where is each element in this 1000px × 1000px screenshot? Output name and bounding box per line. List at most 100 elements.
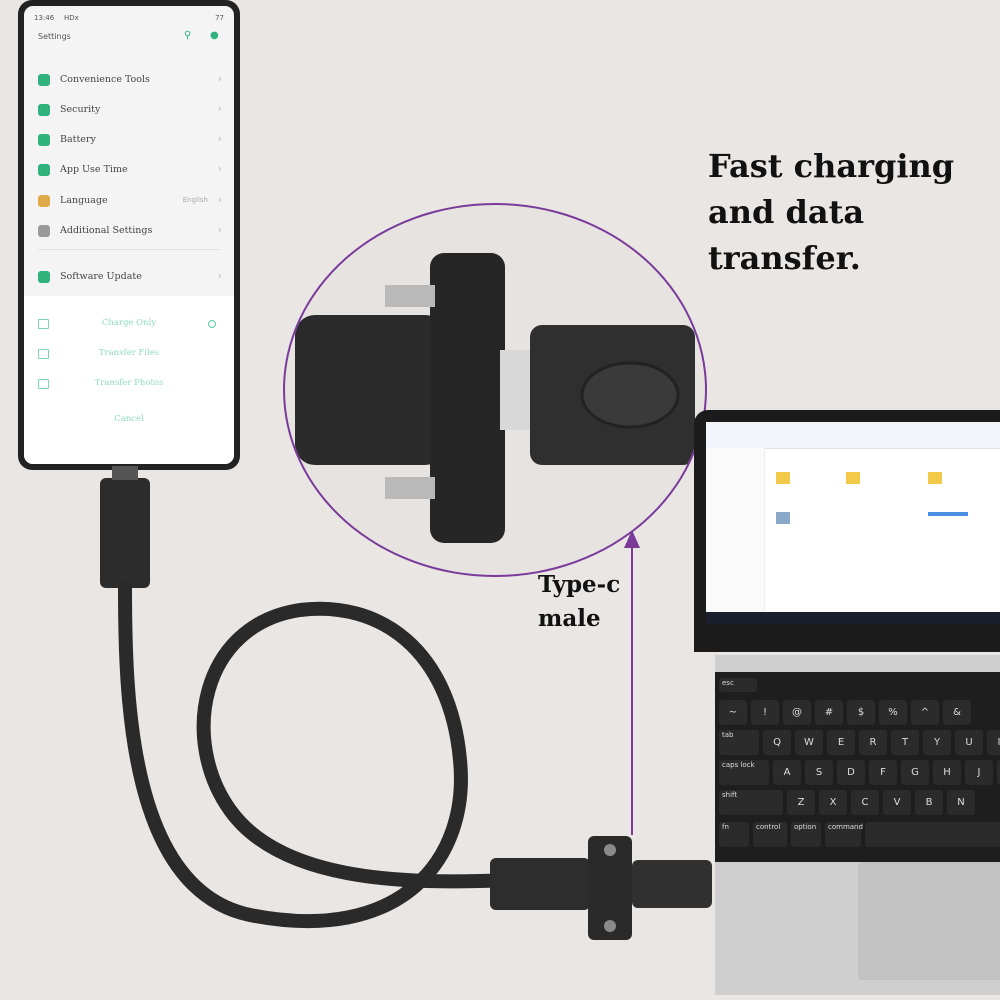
key[interactable]: X [819,790,847,815]
language-value: English [182,196,208,204]
screw-top [604,844,616,856]
security-icon [38,104,50,116]
headline-line2: and data transfer. [708,193,865,277]
key-tab[interactable]: tab [719,730,759,755]
key[interactable]: S [805,760,833,785]
chevron-right-icon: › [217,193,222,206]
status-time: 13:46 [34,14,55,22]
phone-connector-tip [112,466,138,480]
menu-item-security[interactable]: Security › [34,96,226,126]
key[interactable]: H [933,760,961,785]
language-icon [38,195,50,207]
key[interactable]: $ [847,700,875,725]
key-option[interactable]: option [791,822,821,847]
key[interactable]: G [901,760,929,785]
key-esc[interactable]: esc [719,678,757,692]
key[interactable]: K [997,760,1000,785]
battery-icon [38,134,50,146]
type-c-label-line1: Type-c [538,571,621,598]
panel-mount-flange [588,836,632,940]
key[interactable]: W [795,730,823,755]
phone-screen: 13:46 HDx 77 Settings ⚲ ● Convenience To… [24,6,234,464]
key[interactable]: # [815,700,843,725]
folder-icon [776,472,790,484]
chevron-right-icon: › [217,102,222,115]
divider [38,249,220,250]
key-shift[interactable]: shift [719,790,783,815]
chevron-right-icon: › [217,132,222,145]
closeup-screw-top [385,285,435,307]
laptop-taskbar [706,612,1000,624]
screw-bottom [604,920,616,932]
menu-item-additional-settings[interactable]: Additional Settings › [34,217,226,247]
headline: Fast charging and data transfer. [708,143,998,281]
option-charge-only[interactable]: Charge Only [24,310,234,340]
closeup-grip-oval [580,361,680,429]
key-caps-lock[interactable]: caps lock [719,760,769,785]
key[interactable]: J [965,760,993,785]
key[interactable]: A [773,760,801,785]
laptop-screen [706,422,1000,624]
key[interactable]: D [837,760,865,785]
key[interactable]: ! [751,700,779,725]
key[interactable]: & [943,700,971,725]
key[interactable]: I [987,730,1000,755]
key[interactable]: @ [783,700,811,725]
chevron-right-icon: › [217,72,222,85]
key[interactable]: T [891,730,919,755]
convenience-tools-icon [38,74,50,86]
radio-selected-icon[interactable] [208,320,216,328]
key-command[interactable]: command [825,822,863,847]
key[interactable]: ~ [719,700,747,725]
chevron-right-icon: › [217,223,222,236]
folder-icon [846,472,860,484]
explorer-nav-pane [706,448,765,614]
menu-item-convenience-tools[interactable]: Convenience Tools › [34,66,226,96]
menu-item-language[interactable]: Language English › [34,187,226,217]
key[interactable]: % [879,700,907,725]
smartphone: 13:46 HDx 77 Settings ⚲ ● Convenience To… [18,0,240,470]
key[interactable]: Q [763,730,791,755]
menu-item-app-use-time[interactable]: App Use Time › [34,156,226,186]
microphone-icon[interactable]: ● [210,30,219,41]
panel-connector-body [490,858,590,910]
key[interactable]: B [915,790,943,815]
menu-item-battery[interactable]: Battery › [34,126,226,156]
key[interactable]: Y [923,730,951,755]
key[interactable]: Z [787,790,815,815]
zoom-detail-circle [283,203,707,577]
additional-settings-icon [38,225,50,237]
phone-connector [100,478,150,588]
drive-usage-bar [928,512,968,516]
folder-icon [38,349,49,359]
key[interactable]: E [827,730,855,755]
trackpad[interactable] [858,862,1000,980]
type-c-label: Type-c male [538,568,620,636]
headline-line1: Fast charging [708,147,955,185]
key[interactable]: N [947,790,975,815]
charge-icon [38,319,49,329]
key[interactable]: ^ [911,700,939,725]
chevron-right-icon: › [217,162,222,175]
explorer-ribbon [706,422,1000,449]
option-transfer-photos[interactable]: Transfer Photos [24,370,234,400]
key[interactable]: U [955,730,983,755]
photo-icon [38,379,49,389]
key-fn[interactable]: fn [719,822,749,847]
option-transfer-files[interactable]: Transfer Files [24,340,234,370]
key-space[interactable] [865,822,1000,847]
cancel-button[interactable]: Cancel [114,414,144,424]
search-icon[interactable]: ⚲ [184,30,192,41]
closeup-screw-bottom [385,477,435,499]
connector-closeup [295,253,695,543]
chevron-right-icon: › [217,269,222,282]
key-control[interactable]: control [753,822,787,847]
key[interactable]: V [883,790,911,815]
drive-icon [776,512,790,524]
closeup-connector-body [295,315,445,465]
menu-item-software-update[interactable]: Software Update › [34,263,226,293]
key[interactable]: C [851,790,879,815]
key[interactable]: R [859,730,887,755]
key[interactable]: F [869,760,897,785]
